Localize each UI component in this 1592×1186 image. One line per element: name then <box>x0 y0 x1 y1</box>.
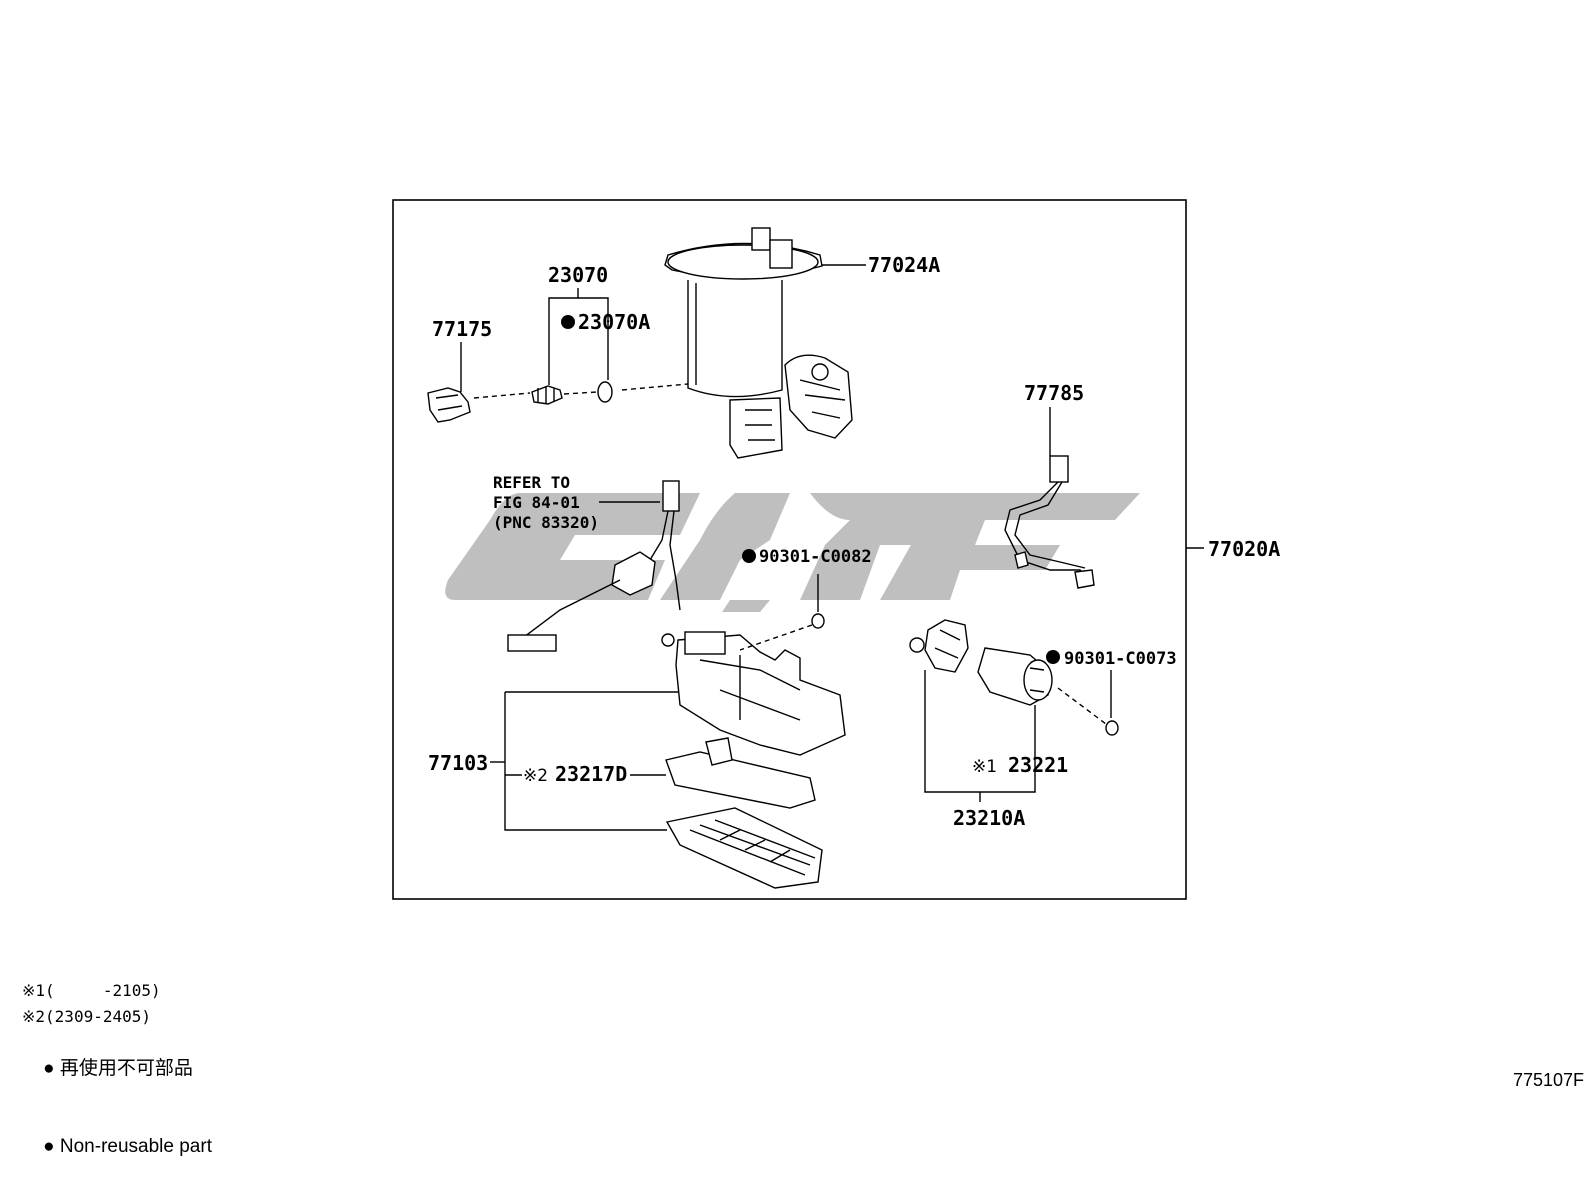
label-77020A: 77020A <box>1208 537 1280 561</box>
label-77785: 77785 <box>1024 381 1084 405</box>
clip-77175 <box>427 387 471 423</box>
o-ring-90301-C0082 <box>811 613 825 629</box>
non-reusable-dot <box>742 549 756 563</box>
label-77103: 77103 <box>428 751 488 775</box>
wire-harness-77785 <box>1004 455 1095 589</box>
fuel-pump-housing <box>664 227 853 459</box>
label-90301-C0082: 90301-C0082 <box>759 547 872 567</box>
sub-tank-77103 <box>661 631 846 756</box>
figure-code: 775107F <box>1512 1070 1584 1090</box>
fuel-pump-motor-23221 <box>977 647 1053 706</box>
parts-diagram: 77024A 23070 23070A 77175 77785 REFER TO… <box>392 199 1280 900</box>
footnote-1: ※1( -2105) <box>22 981 161 1000</box>
legend-dot-icon: ● <box>43 1058 60 1079</box>
label-23217D: 23217D <box>555 762 627 786</box>
tray <box>665 807 823 889</box>
refer-to-line1: REFER TO <box>493 473 570 492</box>
refer-to-line2: FIG 84-01 <box>493 493 580 512</box>
label-23070: 23070 <box>548 263 608 287</box>
label-90301-C0073: 90301-C0073 <box>1064 649 1177 669</box>
label-23070A: 23070A <box>578 310 650 334</box>
label-23221: 23221 <box>1008 753 1068 777</box>
leader-lines <box>460 264 1204 831</box>
legend-jp: ● 再使用不可部品 <box>22 1030 212 1108</box>
joint-23070 <box>531 385 563 405</box>
legend-dot-icon: ● <box>43 1136 60 1157</box>
label-23210A: 23210A <box>953 806 1025 830</box>
refer-to-line3: (PNC 83320) <box>493 513 599 532</box>
o-ring-23070A <box>597 381 613 403</box>
label-77175: 77175 <box>432 317 492 341</box>
mark-1: ※1 <box>972 757 997 777</box>
legend-en: ● Non-reusable part <box>22 1108 212 1186</box>
label-77024A: 77024A <box>868 253 940 277</box>
assembly-lines <box>473 383 1107 725</box>
mark-2: ※2 <box>523 766 548 786</box>
filter-23217D <box>665 737 816 809</box>
footnotes: ※1( -2105) ※2(2309-2405) ● 再使用不可部品 ● Non… <box>22 978 212 1186</box>
legend-jp-text: 再使用不可部品 <box>59 1058 193 1079</box>
non-reusable-dot <box>561 315 575 329</box>
legend-en-text: Non-reusable part <box>59 1136 212 1157</box>
non-reusable-dot <box>1046 650 1060 664</box>
diagram-frame <box>392 199 1187 900</box>
o-ring-90301-C0073 <box>1105 720 1119 736</box>
fuel-sender-gauge <box>507 480 681 652</box>
footnote-2: ※2(2309-2405) <box>22 1007 151 1026</box>
pump-bracket <box>909 619 969 673</box>
